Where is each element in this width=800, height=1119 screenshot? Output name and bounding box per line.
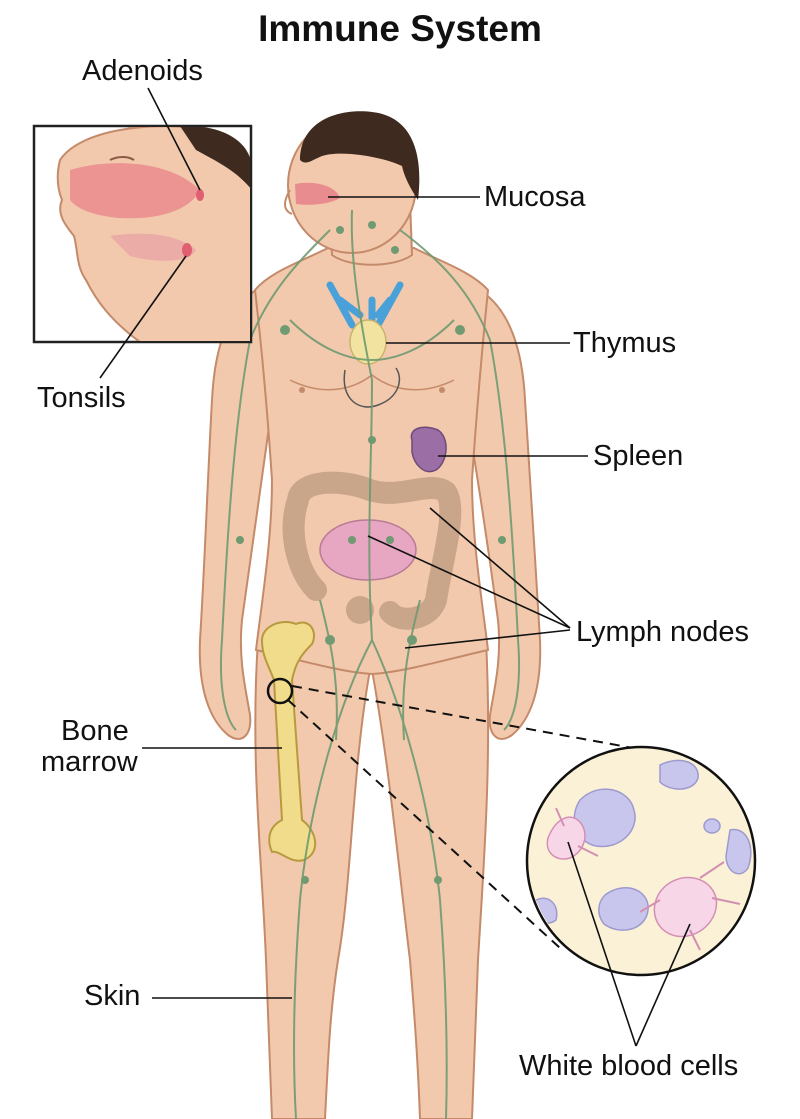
lymph-node xyxy=(236,536,244,544)
hair xyxy=(300,111,420,200)
magnifier-callout xyxy=(266,677,757,977)
lymph-node xyxy=(407,635,417,645)
adenoid-marker xyxy=(196,189,204,201)
right-nipple xyxy=(439,387,445,393)
lymph-vessel xyxy=(289,319,455,362)
adenoids-label: Adenoids xyxy=(82,55,203,87)
lymph-node-dots xyxy=(236,221,506,884)
lymph-vessel xyxy=(371,639,448,1119)
lymph-nodes-label: Lymph nodes xyxy=(576,616,750,648)
lymph-node xyxy=(348,536,356,544)
thymus-organ xyxy=(326,281,404,408)
mucosa-region xyxy=(295,182,340,205)
intestines xyxy=(282,471,462,630)
spleen-organ xyxy=(410,426,447,473)
mucosa-label: Mucosa xyxy=(484,181,586,213)
bone-marrow-focus-circle xyxy=(266,677,294,705)
blood-vessels xyxy=(326,281,404,334)
left-arm xyxy=(198,283,272,740)
inset-eye xyxy=(109,156,135,161)
lymph-node xyxy=(391,246,399,254)
white-blood-cells-label: White blood cells xyxy=(519,1050,739,1082)
lymph-vessel xyxy=(319,599,338,741)
cell-2 xyxy=(659,759,699,790)
zoom-line-top xyxy=(291,685,656,753)
lymph-node xyxy=(455,325,465,335)
leader-lines xyxy=(99,87,691,1047)
thymus-label: Thymus xyxy=(573,327,677,359)
lymph-node xyxy=(301,876,309,884)
inset-hair xyxy=(180,127,250,188)
lymph-vessel xyxy=(292,639,373,1119)
skin-label: Skin xyxy=(84,980,141,1012)
bone-marrow-label-line-1: Bone xyxy=(61,715,129,747)
inset-nasal-mucosa xyxy=(70,163,200,219)
lymph-nodes-leader-2 xyxy=(367,535,571,629)
large-intestine xyxy=(282,471,462,630)
bone-marrow-label-line-2: marrow xyxy=(41,746,138,778)
wbc-leader-1 xyxy=(567,841,637,1047)
femur-shaft xyxy=(260,621,316,862)
lymph-vessel xyxy=(399,229,521,731)
lymph-node xyxy=(325,635,335,645)
cell-5 xyxy=(703,818,721,834)
lymph-node xyxy=(280,325,290,335)
lymph-node xyxy=(386,536,394,544)
heart-outline xyxy=(343,367,401,408)
lymph-node xyxy=(498,536,506,544)
lymph-vessel xyxy=(402,599,421,741)
inset-face-panel xyxy=(32,124,253,344)
tonsils-label: Tonsils xyxy=(37,382,126,414)
lymph-vessel xyxy=(350,209,374,641)
adenoids-leader xyxy=(147,87,201,191)
bladder xyxy=(346,596,374,624)
white-blood-cell-2 xyxy=(653,876,718,938)
cell-4 xyxy=(725,828,752,875)
left-leg xyxy=(254,638,372,1119)
cell-3 xyxy=(598,887,649,931)
lymph-node xyxy=(336,226,344,234)
small-intestine xyxy=(319,519,417,581)
white-blood-cell-1 xyxy=(546,816,586,860)
lymph-nodes-leader-3 xyxy=(404,629,571,649)
lymph-vessel xyxy=(219,229,331,731)
inset-throat-mucosa xyxy=(110,233,196,261)
lymph-node xyxy=(434,876,442,884)
left-nipple xyxy=(299,387,305,393)
tonsil-marker xyxy=(182,243,192,257)
right-leg xyxy=(370,638,490,1119)
tonsils-leader xyxy=(99,255,187,379)
lymph-node xyxy=(368,221,376,229)
femur-bone xyxy=(260,621,316,862)
lymph-node xyxy=(368,436,376,444)
diagram-title: Immune System xyxy=(258,8,542,49)
wbc-leader-2 xyxy=(635,923,691,1047)
nose xyxy=(284,189,293,215)
zoom-line-bottom xyxy=(287,699,561,949)
magnified-view xyxy=(525,745,757,977)
spleen-label: Spleen xyxy=(593,440,684,472)
cell-process xyxy=(555,807,741,951)
lymph-nodes-leader-1 xyxy=(429,507,571,629)
lymphatic-network xyxy=(219,209,521,1119)
